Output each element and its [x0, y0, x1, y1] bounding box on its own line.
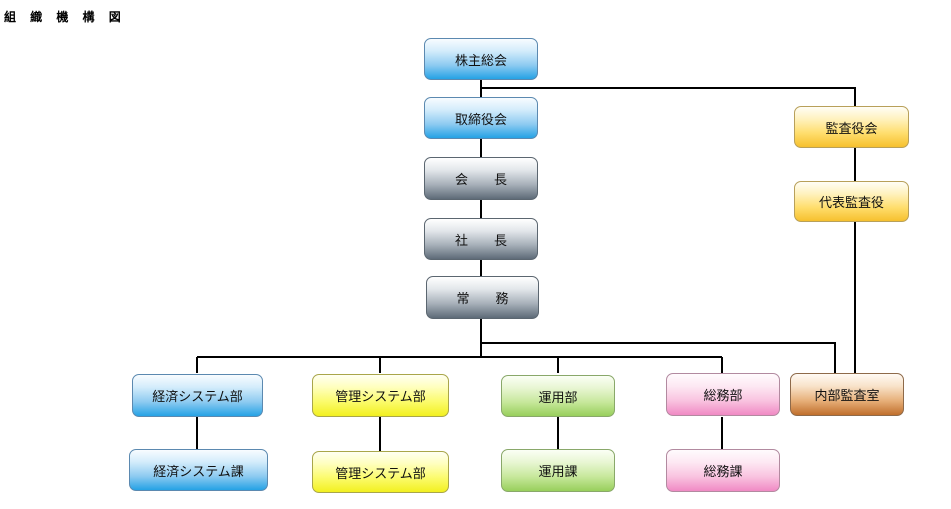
- line-to-auditors: [481, 87, 856, 106]
- node-operations-dept: 運用部: [501, 375, 615, 417]
- node-management-systems-dept: 管理システム部: [312, 374, 449, 417]
- node-management-systems-section: 管理システム部: [312, 451, 449, 493]
- node-managing-director: 常 務: [426, 276, 539, 319]
- node-general-affairs-dept: 総務部: [666, 373, 780, 416]
- node-board-of-auditors: 監査役会: [794, 106, 909, 148]
- node-economic-systems-dept: 経済システム部: [132, 374, 263, 417]
- page-title: 組 織 機 構 図: [4, 10, 126, 24]
- node-chairman: 会 長: [424, 157, 538, 200]
- node-economic-systems-section: 経済システム課: [129, 449, 268, 491]
- node-general-affairs-section: 総務課: [666, 449, 780, 492]
- node-board-of-directors: 取締役会: [424, 97, 538, 139]
- node-president: 社 長: [424, 218, 538, 260]
- line-to-internal-audit: [481, 342, 836, 373]
- node-operations-section: 運用課: [501, 449, 615, 492]
- node-internal-audit-office: 内部監査室: [790, 373, 904, 416]
- node-shareholders-meeting: 株主総会: [424, 38, 538, 80]
- node-representative-auditor: 代表監査役: [794, 181, 909, 222]
